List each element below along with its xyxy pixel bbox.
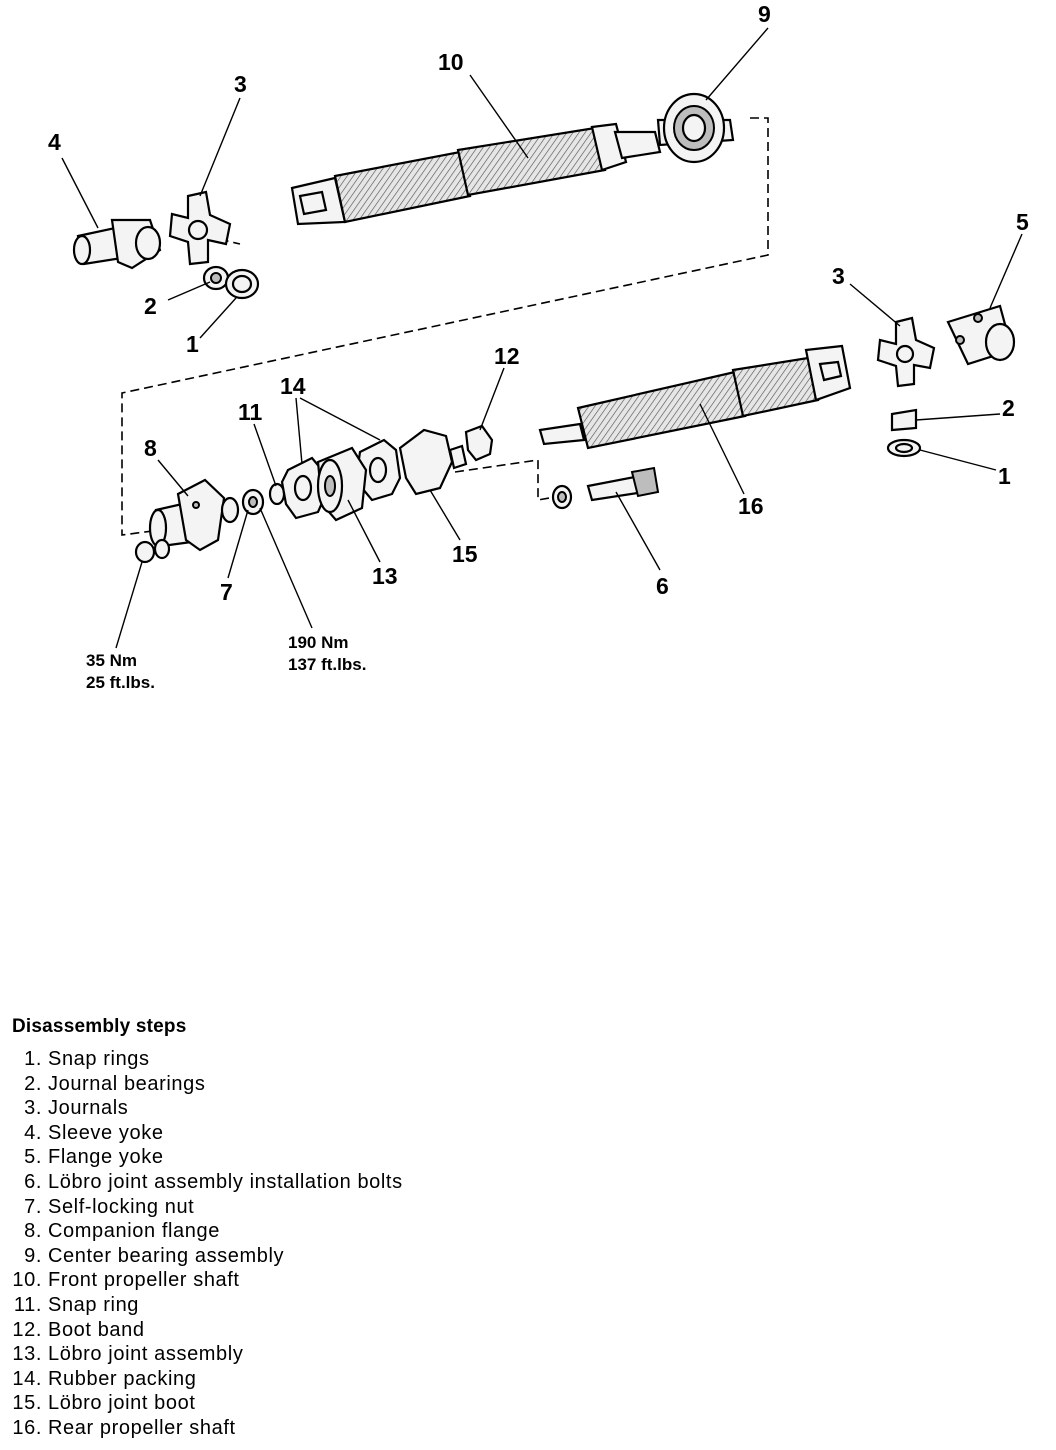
callout-5: 5 <box>1016 209 1029 235</box>
boot-band <box>464 424 494 462</box>
flange-yoke <box>946 304 1016 366</box>
step-text: Center bearing assembly <box>48 1244 285 1267</box>
step-text: Snap rings <box>48 1048 150 1070</box>
step-text: Front propeller shaft <box>48 1269 240 1292</box>
rubber-packing <box>280 438 402 520</box>
lobro-joint-boot <box>398 428 468 496</box>
center-bearing-assembly <box>656 92 735 164</box>
callout-8: 8 <box>144 435 157 461</box>
step-text: Journals <box>48 1097 129 1120</box>
sleeve-yoke <box>72 218 162 270</box>
callout-2-upper: 2 <box>144 293 157 319</box>
front-propeller-shaft <box>290 122 662 226</box>
disassembly-steps: Disassembly steps 1. Snap rings 2. Journal … <box>12 1016 712 1441</box>
callout-3-lower: 3 <box>832 263 845 289</box>
step-number: 16. <box>12 1416 42 1439</box>
step-number: 1. <box>24 1048 42 1070</box>
step-number: 3. <box>24 1097 42 1120</box>
step-item: 2. Journal bearings <box>12 1072 712 1097</box>
steps-title: Disassembly steps <box>12 1016 187 1037</box>
step-text: Löbro joint assembly <box>48 1343 244 1366</box>
callout-16: 16 <box>738 493 764 519</box>
step-item: 15. Löbro joint boot <box>12 1391 712 1416</box>
step-text: Companion flange <box>48 1220 220 1243</box>
step-item: 16. Rear propeller shaft <box>12 1416 712 1441</box>
callout-1-lower: 1 <box>998 463 1011 489</box>
torque-companion-nm: 35 Nm <box>86 651 137 670</box>
callout-1-upper: 1 <box>186 331 199 357</box>
rear-propeller-shaft <box>538 344 852 450</box>
leader-lines <box>61 27 1023 649</box>
step-text: Löbro joint boot <box>48 1392 196 1415</box>
lobro-installation-bolt <box>586 466 660 502</box>
step-number: 13. <box>12 1343 42 1366</box>
step-item: 9. Center bearing assembly <box>12 1244 712 1269</box>
step-item: 5. Flange yoke <box>12 1145 712 1170</box>
torque-lobro-nm: 190 Nm <box>288 633 348 652</box>
step-text: Snap ring <box>48 1293 140 1316</box>
exploded-view-diagram: 10 9 3 4 2 1 5 3 2 1 16 6 12 15 13 14 11… <box>48 1 1029 692</box>
companion-flange <box>148 478 226 552</box>
step-item: 3. Journals <box>12 1096 712 1121</box>
step-item: 14. Rubber packing <box>12 1367 712 1392</box>
torque-labels: 35 Nm 25 ft.lbs. 190 Nm 137 ft.lbs. <box>86 633 366 692</box>
step-item: 7. Self-locking nut <box>12 1195 712 1220</box>
step-text: Rubber packing <box>48 1367 197 1390</box>
step-number: 2. <box>24 1072 42 1095</box>
bolt-nut <box>551 484 573 510</box>
step-number: 12. <box>12 1318 42 1341</box>
step-number: 11. <box>13 1293 42 1316</box>
callout-2-lower: 2 <box>1002 395 1015 421</box>
callout-3-upper: 3 <box>234 71 247 97</box>
self-locking-nut <box>220 488 265 524</box>
step-item: 1. Snap rings <box>12 1047 712 1072</box>
callout-11: 11 <box>238 399 263 425</box>
journal-lower <box>876 316 936 388</box>
callout-15: 15 <box>452 541 478 567</box>
companion-flange-nuts <box>134 538 171 564</box>
step-number: 5. <box>24 1146 42 1169</box>
callout-6: 6 <box>656 573 669 599</box>
step-item: 8. Companion flange <box>12 1219 712 1244</box>
callout-14: 14 <box>280 373 306 399</box>
torque-lobro-ftlbs: 137 ft.lbs. <box>288 655 366 674</box>
step-number: 8. <box>24 1220 42 1243</box>
step-text: Boot band <box>48 1318 145 1341</box>
step-number: 10. <box>12 1269 42 1292</box>
step-number: 4. <box>24 1121 42 1144</box>
callout-12: 12 <box>494 343 520 369</box>
callout-4: 4 <box>48 129 61 155</box>
lobro-joint-assembly <box>316 446 368 522</box>
journal-upper <box>168 190 232 266</box>
callout-10: 10 <box>438 49 464 75</box>
step-text: Self-locking nut <box>48 1195 195 1218</box>
snap-ring-lower <box>886 438 922 458</box>
step-item: 11. Snap ring <box>12 1293 712 1318</box>
snap-ring-upper <box>224 268 260 300</box>
step-number: 6. <box>24 1170 42 1193</box>
step-text: Flange yoke <box>48 1146 164 1169</box>
step-item: 13. Löbro joint assembly <box>12 1342 712 1367</box>
step-item: 10. Front propeller shaft <box>12 1268 712 1293</box>
step-number: 7. <box>24 1195 42 1218</box>
step-number: 14. <box>12 1367 42 1390</box>
callout-9: 9 <box>758 1 771 27</box>
callout-7: 7 <box>220 579 233 605</box>
torque-companion-ftlbs: 25 ft.lbs. <box>86 673 155 692</box>
callout-13: 13 <box>372 563 398 589</box>
step-text: Rear propeller shaft <box>48 1416 236 1439</box>
step-item: 12. Boot band <box>12 1318 712 1343</box>
callout-numbers: 10 9 3 4 2 1 5 3 2 1 16 6 12 15 13 14 11… <box>48 1 1029 605</box>
journal-bearing-upper <box>202 265 230 291</box>
step-number: 9. <box>24 1244 42 1267</box>
step-text: Journal bearings <box>48 1072 206 1095</box>
steps-list: 1. Snap rings 2. Journal bearings 3. Journals… <box>12 1047 712 1441</box>
step-text: Sleeve yoke <box>48 1121 164 1144</box>
step-number: 15. <box>12 1392 42 1415</box>
step-item: 6. Löbro joint assembly installation bolt… <box>12 1170 712 1195</box>
step-item: 4. Sleeve yoke <box>12 1121 712 1146</box>
journal-bearing-lower <box>890 408 918 432</box>
step-text: Löbro joint assembly installation bolts <box>48 1170 403 1193</box>
